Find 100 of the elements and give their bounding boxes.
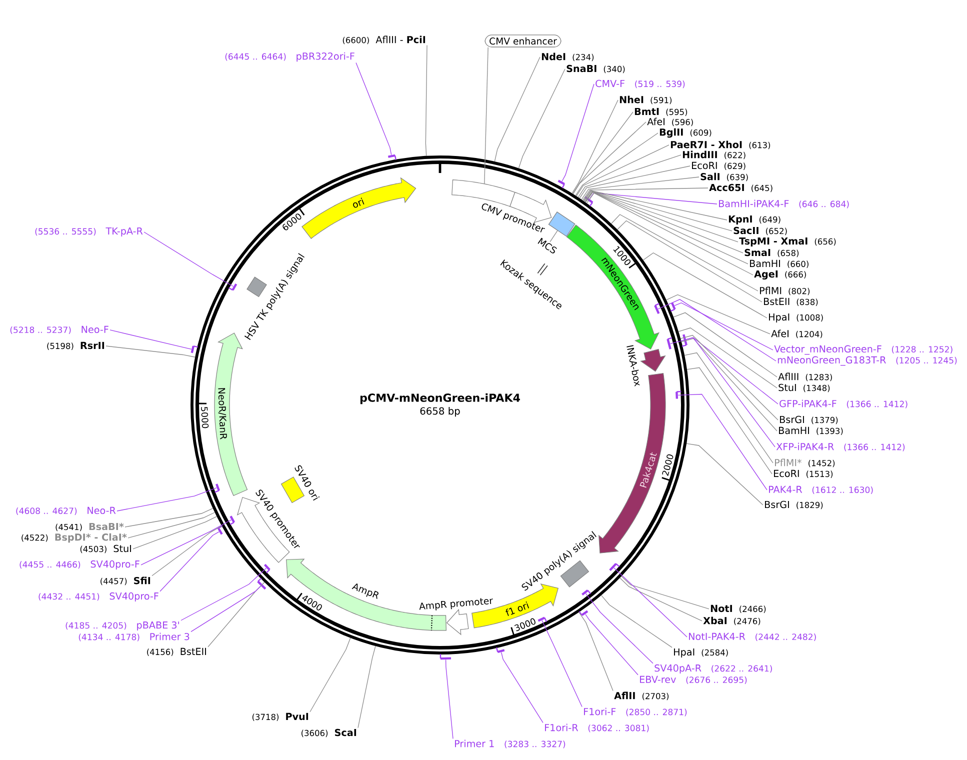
leader-line [686,443,764,506]
leader-line [132,516,218,550]
site-label: BamHI (660) [750,260,808,268]
site-label: SacII (652) [734,226,787,236]
leader-line [578,612,614,692]
site-label: NotI (2466) [710,604,766,614]
leader-line [576,144,670,196]
leader-line [358,646,376,728]
site-label: XbaI (2476) [703,616,760,626]
leader-line [116,487,217,512]
site-label: EcoRI (1513) [774,470,833,478]
leader-line [152,526,222,576]
site-label: (4522) BspDI* - ClaI* [22,533,127,543]
primer-mark [217,525,223,535]
site-label: (4503) StuI [80,544,131,554]
leader-line [681,338,778,432]
feature-block: ori [302,177,416,239]
site-label: BmtI (595) [634,108,688,116]
leader-line [579,166,690,198]
leader-line [642,252,768,318]
leader-line [673,312,778,378]
primer-mark [440,654,452,660]
site-label: HpaI (1008) [769,313,823,322]
leader-line [680,334,778,420]
primer-label: (4455 .. 4466) SV40pro-F [20,560,140,570]
leader-line [190,586,262,632]
leader-line [614,568,688,638]
primer-label: (5218 .. 5237) Neo-F [10,326,108,334]
leader-line [585,614,638,676]
leader-line [585,192,748,264]
site-label: (4541) BsaBI* [56,522,124,532]
feature-box [548,212,576,237]
primer-label: XFP-iPAK4-R (1366 .. 1412) [776,442,905,452]
primer-label: (4432 .. 4451) SV40pro-F [38,592,158,602]
leader-line [586,192,754,276]
primer-mark [609,562,620,571]
feature-label: CMV enhancer [484,34,562,48]
leader-line [581,176,700,200]
site-label: SmaI (658) [744,248,799,258]
site-label: BsrGI (1829) [765,500,823,510]
primer-label: SV40pA-R (2622 .. 2641) [654,664,772,674]
primer-label: CMV-F (519 .. 539) [596,80,685,88]
primer-label: mNeonGreen_G183T-R (1205 .. 1245) [778,356,957,366]
leader-line [610,214,758,292]
leader-line [550,230,558,242]
primer-label: GFP-iPAK4-F (1366 .. 1412) [780,400,908,408]
leader-line [356,62,392,156]
leader-line [124,508,214,528]
site-label: (3606) ScaI [302,728,356,738]
primer-label: F1ori-R (3062 .. 3081) [545,724,649,732]
leader-line [584,191,738,242]
primer-mark [666,337,672,350]
site-label: StuI (1348) [778,384,830,392]
leader-line [584,191,744,254]
leader-line [518,68,566,169]
primer-mark [190,345,198,354]
leader-line [617,220,762,302]
leader-line [572,100,618,194]
primer-label: EBV-rev (2676 .. 2695) [640,676,747,684]
primer-mark [496,647,505,653]
primer-mark [682,334,688,347]
primer-mark [388,154,396,160]
site-label: AfeI (1204) [771,330,822,338]
primer-mark [264,564,270,574]
site-label: HindIII (622) [682,150,746,160]
leader-line [501,652,544,724]
primer-label: (6445 .. 6464) pBR322ori-F [225,52,354,62]
leader-line [445,659,454,740]
site-label: (6600) AflIII - PciI [342,36,426,44]
leader-line [542,620,582,708]
site-label: AfeI (596) [647,118,693,126]
site-label: HpaI (2584) [674,648,728,658]
site-label: BsrGI (1379) [780,416,838,424]
leader-line [106,346,196,358]
primer-label: PAK4-R (1612 .. 1630) [769,486,873,494]
site-label: BamHI (1393) [779,426,843,436]
leader-line [621,576,710,610]
primer-mark [676,390,682,399]
primer-mark [578,610,588,616]
site-label: BglII (609) [660,128,712,138]
site-label: TspMI - XmaI (656) [739,237,836,246]
primer-mark [257,578,266,590]
leader-line [678,394,768,490]
primer-label: (4608 .. 4627) Neo-R [16,506,116,516]
site-label: NheI (591) [620,96,672,104]
primer-mark [558,180,565,188]
leader-line [582,188,708,201]
leader-line [684,352,774,464]
site-label: EcoRI (629) [692,162,746,170]
leader-line [180,568,266,621]
site-label: (5198) RsrII [47,342,104,350]
primer-mark [654,302,660,314]
site-label: (3718) PvuI [252,712,308,722]
site-label: AflIII (1283) [778,372,832,382]
primer-mark [228,283,238,291]
leader-line [140,520,232,566]
site-label: NdeI (234) [542,52,594,62]
leader-line [494,56,540,162]
site-label: BstEII (838) [764,298,818,306]
leader-line [584,190,732,232]
